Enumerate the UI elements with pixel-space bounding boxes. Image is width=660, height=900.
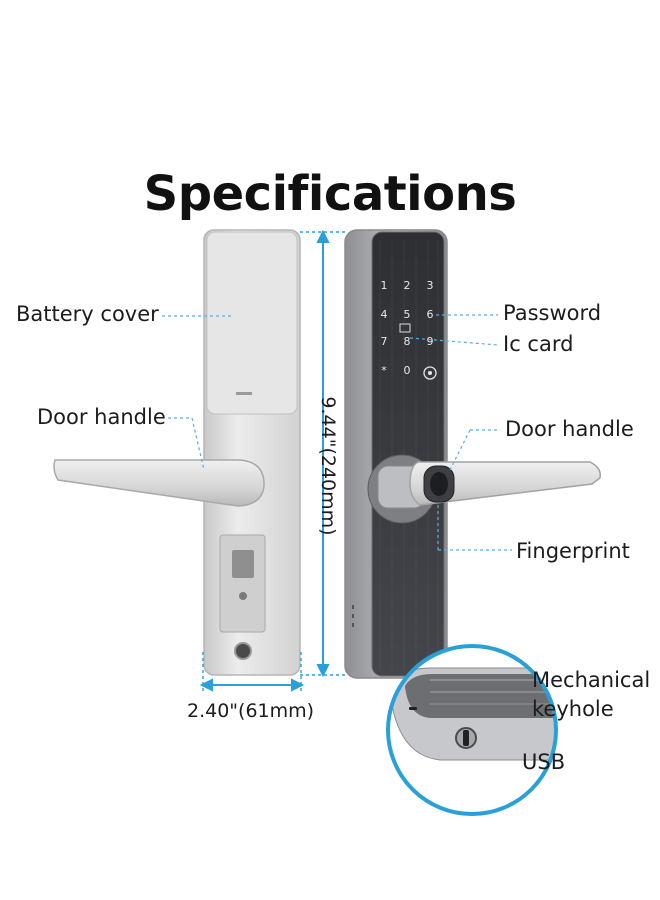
keypad-key: 0 xyxy=(404,364,411,377)
password-label: Password xyxy=(503,301,602,325)
keypad: 1 2 3 4 5 6 7 8 9 * 0 xyxy=(381,279,434,377)
keypad-key: 4 xyxy=(381,308,388,321)
door-handle-left-label: Door handle xyxy=(37,405,166,429)
keypad-key: 9 xyxy=(427,335,434,348)
height-dimension-label: 9.44"(240mm) xyxy=(317,396,339,536)
bell-icon xyxy=(423,366,437,380)
battery-cover-label: Battery cover xyxy=(16,302,159,326)
keyhole-detail-circle xyxy=(386,644,558,816)
width-dimension-label: 2.40"(61mm) xyxy=(187,700,315,722)
keypad-key: 8 xyxy=(404,335,411,348)
keypad-key: * xyxy=(381,364,387,377)
width-extension-lines xyxy=(202,652,302,692)
mechanical-keyhole-label: Mechanical keyhole xyxy=(532,668,651,721)
keypad-key: 3 xyxy=(427,279,434,292)
door-handle-right-label: Door handle xyxy=(505,417,634,441)
keypad-key: 5 xyxy=(404,308,411,321)
page-title: Specifications xyxy=(143,166,517,222)
usb-label: USB xyxy=(522,750,566,774)
fingerprint-label: Fingerprint xyxy=(516,539,630,563)
keypad-key: 2 xyxy=(404,279,411,292)
height-extension-lines xyxy=(300,231,346,676)
back-lock-body xyxy=(203,229,301,676)
card-icon xyxy=(399,323,411,333)
keypad-key: 7 xyxy=(381,335,388,348)
front-door-handle xyxy=(367,454,602,524)
height-dimension-line xyxy=(316,229,330,678)
width-dimension-line xyxy=(199,678,305,692)
front-lock-body xyxy=(344,229,448,679)
keypad-key: 1 xyxy=(381,279,388,292)
keypad-key: 6 xyxy=(427,308,434,321)
ic-card-label: Ic card xyxy=(503,332,574,356)
back-door-handle xyxy=(53,459,265,507)
